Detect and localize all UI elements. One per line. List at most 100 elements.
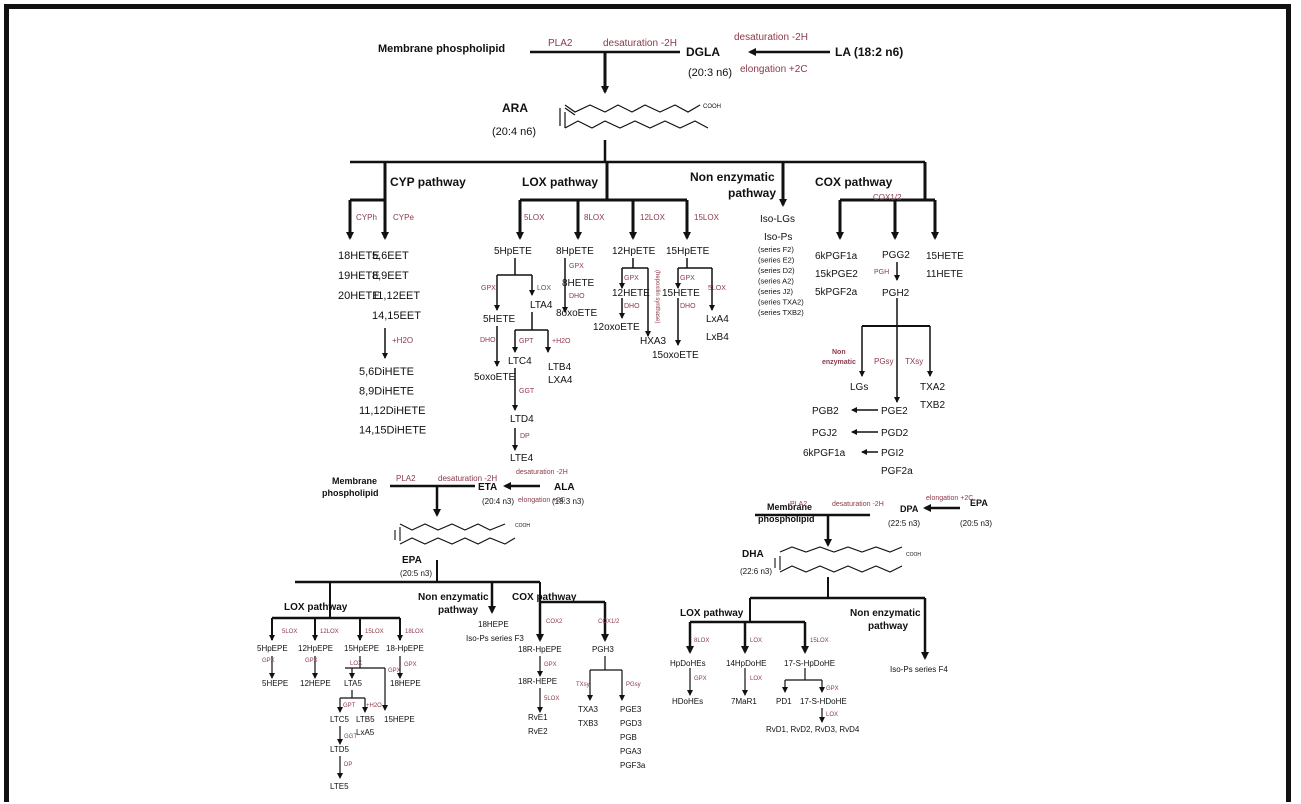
dha-8lox-enzyme: 8LOX <box>694 638 709 644</box>
dpa-label: DPA <box>900 504 919 514</box>
epa-18hepe-nonenz-label: 18HEPE <box>478 620 509 629</box>
epa-5lox-enzyme: 5LOX <box>282 629 297 635</box>
cyp-hete-item: 20HETE <box>338 290 380 302</box>
12oxoete-label: 12oxoETE <box>593 322 640 333</box>
lxa4-label: LXA4 <box>548 375 573 386</box>
5hepe-label: 5HEPE <box>262 679 288 688</box>
txb3-label: TXB3 <box>578 719 599 728</box>
epa-cox-pathway-title: COX pathway <box>512 592 577 603</box>
epa-nonenzymatic-title-line1: Non enzymatic <box>418 592 489 603</box>
ara-section <box>346 48 939 455</box>
8oxoete-label: 8oxoETE <box>556 308 597 319</box>
12hepe-label: 12HEPE <box>300 679 331 688</box>
iso-ps-series-item: (series E2) <box>758 256 795 265</box>
15oxoete-label: 15oxoETE <box>652 350 699 361</box>
epa-h2o-label: +H2O <box>366 703 382 709</box>
epa-lox-lta5: LOX <box>350 661 362 667</box>
pd1-label: PD1 <box>776 697 792 706</box>
figure-frame <box>4 4 1291 802</box>
5hete-label: 5HETE <box>483 314 516 325</box>
epa-cox12-enzyme: COX1/2 <box>598 619 620 625</box>
elongation-label: elongation +2C <box>740 64 808 75</box>
dha-lox-rvd: LOX <box>826 712 838 718</box>
lox-pathway-title: LOX pathway <box>522 175 598 189</box>
ggt-label: GGT <box>519 388 535 395</box>
pgj2-label: PGJ2 <box>812 428 837 439</box>
iso-ps-f3-label: Iso-Ps series F3 <box>466 634 524 643</box>
dha-formula: (22:6 n3) <box>740 567 772 576</box>
dha-label: DHA <box>742 549 764 560</box>
epa-prostanoid-item: PGB <box>620 733 637 742</box>
epa-prostanoid-item: PGA3 <box>620 747 642 756</box>
18hepe-label: 18HEPE <box>390 679 421 688</box>
rve1-label: RvE1 <box>528 713 548 722</box>
cyp-eet-item: 14,15EET <box>372 310 421 322</box>
epa-prostanoid-item: PGD3 <box>620 719 642 728</box>
15hepe-label: 15HEPE <box>384 715 415 724</box>
epa-gpx-15: GPX <box>388 668 401 674</box>
dha-cooh-label: COOH <box>906 552 921 558</box>
cyp-pathway-title: CYP pathway <box>390 175 466 189</box>
epa-nonenzymatic-title-line2: pathway <box>438 605 478 616</box>
epa-ggt-label: GGT <box>344 734 357 740</box>
pgg2-label: PGG2 <box>882 250 910 261</box>
iso-ps-series-item: (series TXA2) <box>758 298 804 307</box>
epa-prostanoid-item: PGE3 <box>620 705 642 714</box>
cyp-eet-item: 11,12EET <box>372 290 420 302</box>
gpt-label: GPT <box>519 338 534 345</box>
pgh-enzyme: PGH <box>874 269 889 276</box>
cox12-enzyme: COX1/2 <box>873 193 902 202</box>
dha-epa-formula: (20:5 n3) <box>960 519 992 528</box>
pgh2-label: PGH2 <box>882 288 910 299</box>
epa-membrane-line2: phospholipid <box>322 488 379 498</box>
15lox-enzyme: 15LOX <box>694 213 720 222</box>
epa-cox-gpx: GPX <box>544 662 557 668</box>
cox-prostanoid-item: 6kPGF1a <box>815 251 858 262</box>
ltc4-label: LTC4 <box>508 356 532 367</box>
cyp-hete-item: 19HETE <box>338 270 380 282</box>
lox-lta4: LOX <box>537 285 551 292</box>
pla2-label: PLA2 <box>548 38 573 49</box>
epa-cox2-enzyme: COX2 <box>546 619 563 625</box>
gpx-8hete: GPX <box>569 263 584 270</box>
epa-12lox-enzyme: 12LOX <box>320 629 339 635</box>
12hpepe-label: 12HpEPE <box>298 644 333 653</box>
pgsy-enzyme: PGsy <box>874 357 894 366</box>
lta5-label: LTA5 <box>344 679 362 688</box>
hxa3-label: HXA3 <box>640 336 667 347</box>
txa2-label: TXA2 <box>920 382 945 393</box>
15hete-label: 15HETE <box>662 288 700 299</box>
nonenzymatic-title-line1: Non enzymatic <box>690 170 775 184</box>
dho-15oxo: DHO <box>680 303 696 310</box>
cox-pathway-title: COX pathway <box>815 175 893 189</box>
ala-label: ALA <box>554 482 575 493</box>
gpx-5hete: GPX <box>481 285 496 292</box>
cox-prostanoid-item: 5kPGF2a <box>815 287 858 298</box>
dgla-label: DGLA <box>686 45 720 59</box>
iso-ps-series-item: (series F2) <box>758 245 794 254</box>
14hpdohe-label: 14HpDoHE <box>726 659 766 668</box>
cox-prostanoid-item: 15kPGE2 <box>815 269 858 280</box>
txsy-enzyme: TXsy <box>905 357 923 366</box>
ala-elongation-label: elongation +2C <box>518 497 565 504</box>
eta-label: ETA <box>478 482 497 493</box>
5lox-lx: 5LOX <box>708 285 726 292</box>
cyp-dihete-item: 14,15DiHETE <box>359 425 426 437</box>
ara-formula: (20:4 n6) <box>492 126 536 138</box>
pgf2a-label: PGF2a <box>881 466 913 477</box>
5hpepe-label: 5HpEPE <box>257 644 288 653</box>
epa-pgsy-enzyme: PGsy <box>626 682 641 688</box>
epa-membrane-line1: Membrane <box>332 476 377 486</box>
epa-txsy-enzyme: TXsy <box>576 682 590 688</box>
iso-ps-series-list: (series F2)(series E2)(series D2)(series… <box>758 245 804 317</box>
epa-gpt-label: GPT <box>343 703 356 709</box>
epa-molecule <box>394 523 516 545</box>
hpdohes-label: HpDoHEs <box>670 659 706 668</box>
cyp-dihete-item: 8,9DiHETE <box>359 386 414 398</box>
epa-prostanoid-item: PGF3a <box>620 761 646 770</box>
epa-formula: (20:5 n3) <box>400 569 432 578</box>
epa-pla2-label: PLA2 <box>396 474 416 483</box>
